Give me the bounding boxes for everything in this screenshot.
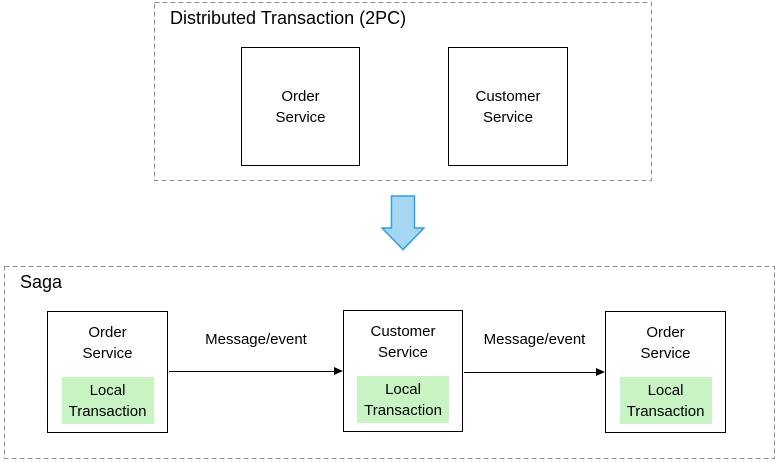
down-arrow-icon — [381, 195, 425, 251]
group-title-saga: Saga — [20, 272, 63, 292]
node-order-service-2pc: Order Service — [241, 47, 360, 166]
local-transaction-badge: Local Transaction — [357, 376, 449, 423]
group-title-2pc: Distributed Transaction (2PC) — [170, 8, 407, 28]
group-distributed-transaction: Distributed Transaction (2PC) — [154, 2, 652, 181]
node-label: Order Service — [82, 324, 133, 362]
group-saga: Saga — [4, 266, 775, 459]
node-order-service-saga-2: Order Service Local Transaction — [605, 311, 726, 433]
local-transaction-badge: Local Transaction — [61, 377, 154, 424]
node-label: Order Service — [640, 324, 691, 362]
arrow-customer-to-order — [464, 367, 605, 376]
local-transaction-badge: Local Transaction — [619, 377, 712, 424]
node-label: Customer Service — [370, 323, 436, 361]
edge-label-message-event-2: Message/event — [483, 331, 586, 348]
node-customer-service-saga: Customer Service Local Transaction — [343, 310, 463, 432]
dashed-outline — [4, 266, 775, 459]
dashed-outline — [154, 2, 652, 181]
edge-label-message-event-1: Message/event — [205, 331, 307, 348]
node-customer-service-2pc: Customer Service — [448, 47, 568, 166]
arrow-order-to-customer — [169, 366, 343, 375]
node-order-service-saga-1: Order Service Local Transaction — [47, 311, 168, 433]
